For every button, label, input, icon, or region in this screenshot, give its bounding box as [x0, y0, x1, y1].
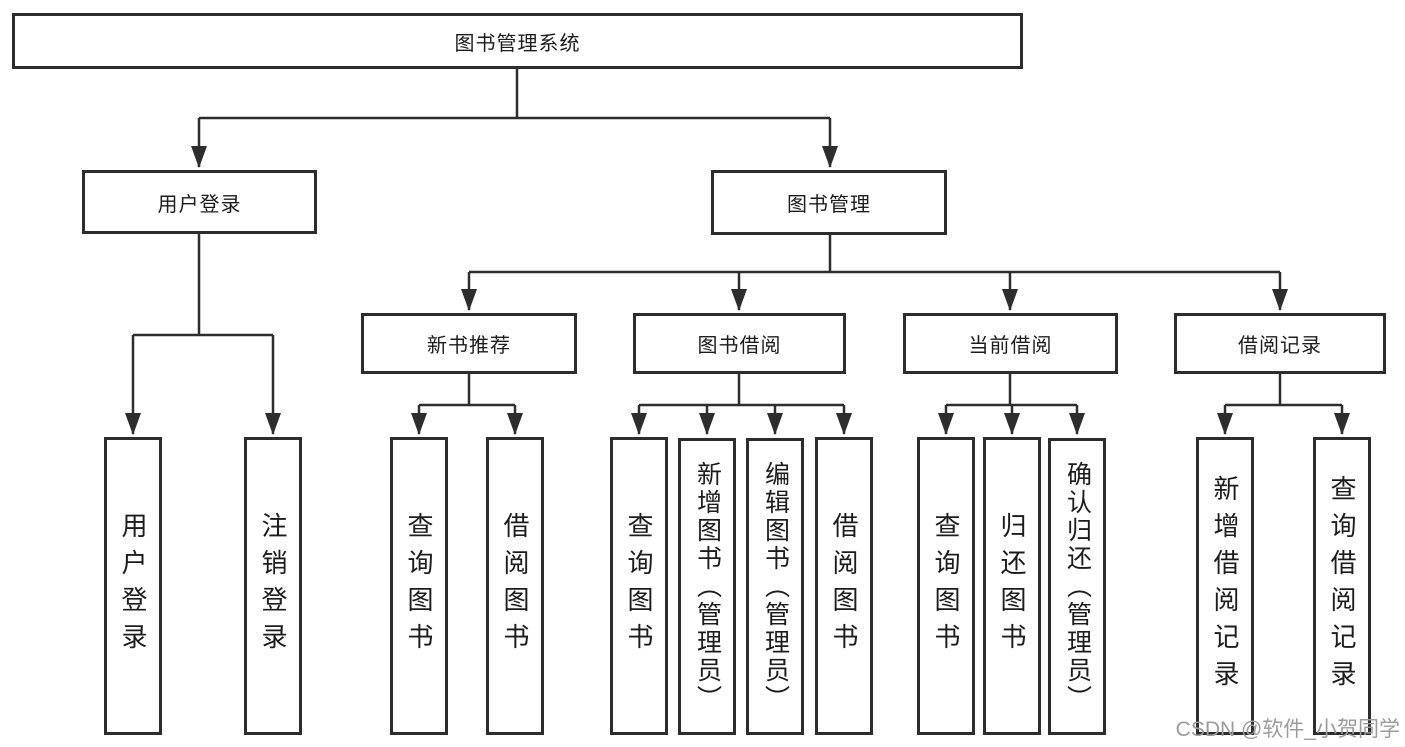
leaf-label: 查询图书	[404, 512, 434, 660]
leaf-label: 查询图书	[624, 512, 654, 660]
node-current-borrowing: 当前借阅	[903, 313, 1118, 374]
node-book-borrowing: 图书借阅	[633, 313, 846, 374]
leaf-borrow-books: 借阅图书	[815, 437, 873, 735]
leaf-label: 新增图书（管理员）	[693, 460, 722, 713]
node-book-management: 图书管理	[711, 170, 947, 235]
leaf-label: 归还图书	[997, 512, 1027, 660]
leaf-query-books-borrow: 查询图书	[610, 437, 668, 735]
leaf-label: 注销登录	[258, 512, 288, 660]
leaf-label: 借阅图书	[829, 512, 859, 660]
leaf-add-borrow-record: 新增借阅记录	[1196, 437, 1254, 735]
leaf-label: 新增借阅记录	[1210, 475, 1240, 697]
node-library-management-system: 图书管理系统	[12, 13, 1023, 69]
leaf-label: 查询图书	[931, 512, 961, 660]
leaf-label: 查询借阅记录	[1327, 475, 1357, 697]
leaf-user-login: 用户登录	[104, 437, 162, 735]
leaf-label: 借阅图书	[500, 512, 530, 660]
leaf-confirm-return-admin: 确认归还（管理员）	[1048, 438, 1106, 735]
leaf-label: 用户登录	[118, 512, 148, 660]
leaf-query-books-current: 查询图书	[917, 437, 975, 735]
leaf-query-borrow-record: 查询借阅记录	[1313, 437, 1371, 735]
node-user-login: 用户登录	[82, 170, 317, 234]
leaf-return-books: 归还图书	[983, 437, 1041, 735]
node-borrowing-records: 借阅记录	[1174, 313, 1386, 374]
leaf-edit-books-admin: 编辑图书（管理员）	[746, 438, 804, 735]
leaf-query-books-recommend: 查询图书	[390, 437, 448, 735]
leaf-borrow-books-recommend: 借阅图书	[486, 437, 544, 735]
leaf-label: 确认归还（管理员）	[1063, 460, 1092, 713]
csdn-watermark: CSDN @软件_小贺同学	[1175, 718, 1400, 741]
leaf-add-books-admin: 新增图书（管理员）	[678, 438, 736, 735]
leaf-label: 编辑图书（管理员）	[761, 460, 790, 713]
node-new-book-recommendation: 新书推荐	[361, 313, 577, 374]
leaf-logout: 注销登录	[244, 437, 302, 735]
